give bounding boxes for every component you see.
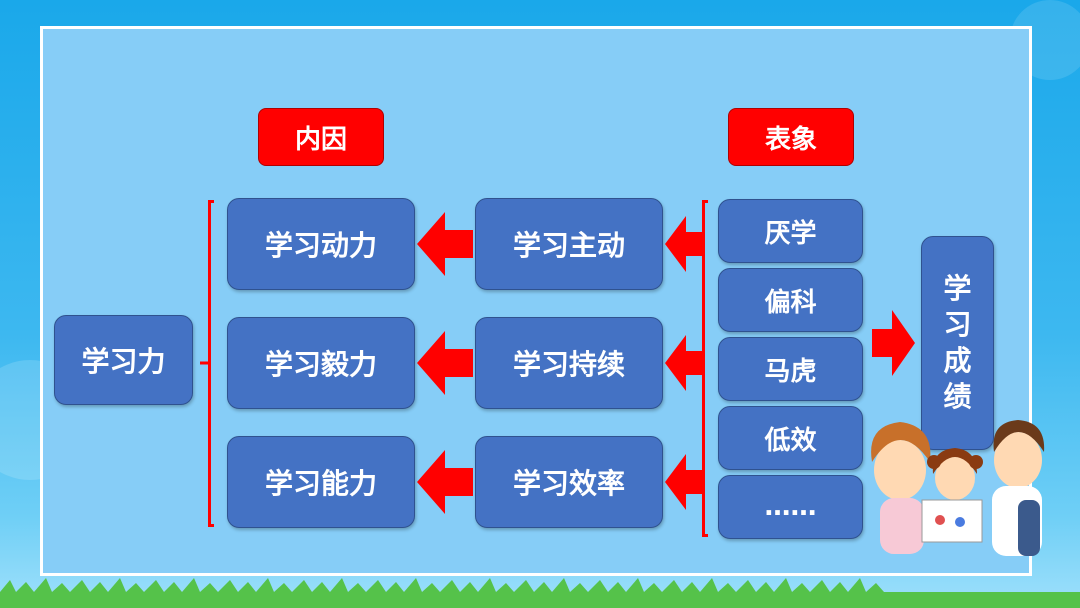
behavior-initiative: 学习主动 <box>475 198 663 290</box>
symptom-carelessness: 马虎 <box>718 337 863 401</box>
symptom-low-efficiency: 低效 <box>718 406 863 470</box>
left-bracket <box>208 200 214 527</box>
result-char: 习 <box>943 308 972 342</box>
result-char: 成 <box>943 344 972 377</box>
symptom-more: …… <box>718 475 863 539</box>
result-char: 学 <box>943 272 972 306</box>
root-learning-power: 学习力 <box>54 315 193 405</box>
right-bracket <box>702 200 708 537</box>
ability-motivation: 学习动力 <box>227 198 415 290</box>
result-char: 绩 <box>943 379 972 413</box>
grass-decoration <box>0 578 1080 608</box>
symptom-aversion: 厌学 <box>718 199 863 263</box>
behavior-efficiency: 学习效率 <box>475 436 663 528</box>
tag-surface-symptoms: 表象 <box>728 108 854 166</box>
result-grades: 学 习 成 绩 <box>921 236 994 450</box>
ability-capability: 学习能力 <box>227 436 415 528</box>
behavior-persistence: 学习持续 <box>475 317 663 409</box>
tag-internal-cause: 内因 <box>258 108 384 166</box>
ability-perseverance: 学习毅力 <box>227 317 415 409</box>
symptom-imbalance: 偏科 <box>718 268 863 332</box>
